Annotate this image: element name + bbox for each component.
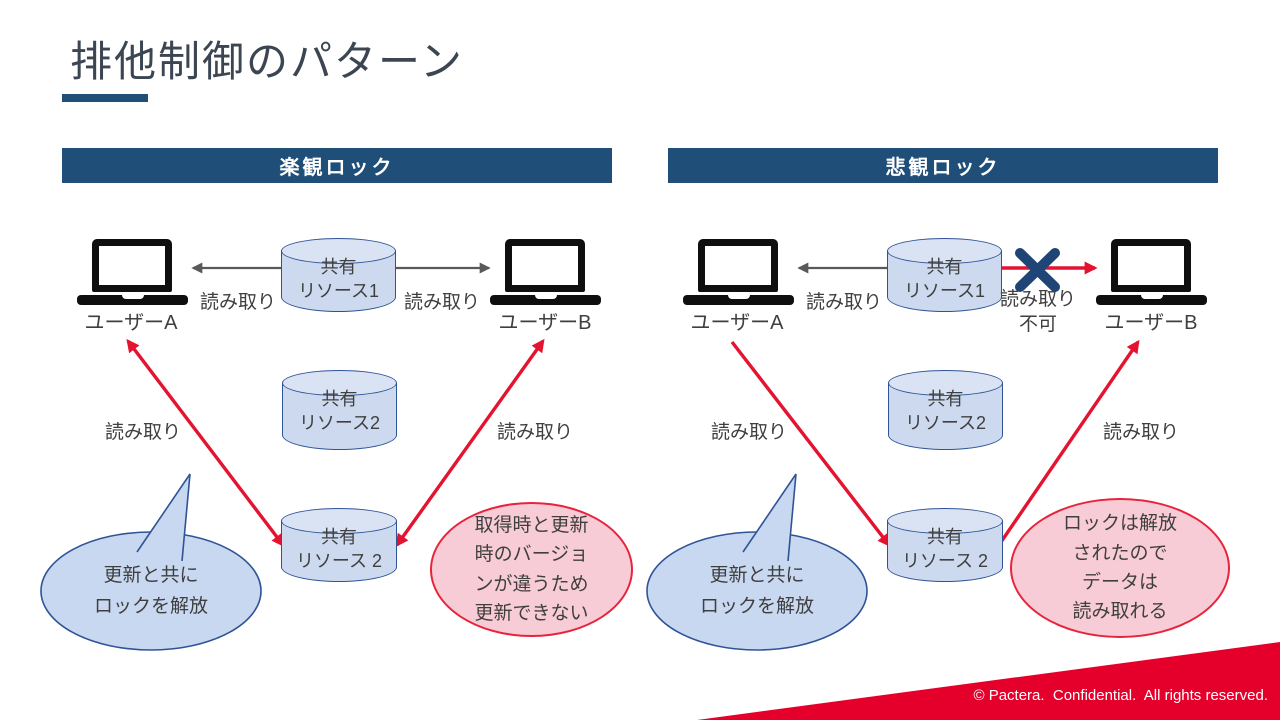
result-ellipse-pessimistic: ロックは解放 されたので データは 読み取れる — [1010, 498, 1230, 638]
database-top — [888, 370, 1003, 396]
speech-bubble-release-lock — [646, 473, 868, 651]
database-top — [282, 370, 397, 396]
read-label-top-left: 読み取り — [199, 292, 276, 313]
database-icon-shared-resource-1: 共有 リソース1 — [281, 238, 396, 312]
user-b-label: ユーザーB — [498, 312, 592, 334]
database-label: 共有 リソース 2 — [901, 527, 989, 572]
laptop-screen — [1111, 239, 1191, 292]
read-blocked-label: 読み取り 不可 — [999, 289, 1076, 335]
title-underline — [62, 94, 148, 102]
laptop-icon-user-b — [490, 239, 601, 305]
laptop-screen — [505, 239, 585, 292]
user-a-label: ユーザーA — [690, 312, 784, 334]
database-top — [281, 508, 397, 534]
read-label-mid-left: 読み取り — [104, 422, 181, 443]
database-icon-shared-resource-2: 共有 リソース2 — [888, 370, 1003, 450]
laptop-base — [490, 295, 601, 305]
panel-header-label: 楽観ロック — [279, 157, 395, 179]
laptop-screen — [92, 239, 172, 292]
footer-copyright: © Pactera. Confidential. All rights rese… — [973, 687, 1268, 704]
panel-pessimistic-lock: 悲観ロック ユーザーA ユーザーB 共有 リソース1 読み取り 読み取り 不可 … — [646, 148, 1230, 660]
panel-header-label: 悲観ロック — [885, 157, 1001, 179]
blocked-x-icon — [1015, 248, 1060, 292]
database-body — [887, 251, 1002, 312]
laptop-icon-user-a — [77, 239, 188, 305]
speech-bubble-text: 更新と共に ロックを解放 — [699, 565, 814, 618]
database-label: 共有 リソース1 — [297, 257, 380, 302]
database-icon-shared-resource-1: 共有 リソース1 — [887, 238, 1002, 312]
database-label: 共有 リソース2 — [904, 389, 987, 434]
blocked-x-icon — [1015, 248, 1060, 292]
laptop-base — [1096, 295, 1207, 305]
result-ellipse-text: ロックは解放 されたので データは 読み取れる — [1062, 513, 1177, 623]
laptop-screen — [698, 239, 778, 292]
speech-bubble-text: 更新と共に ロックを解放 — [93, 565, 208, 618]
result-ellipse-optimistic: 取得時と更新 時のバージョ ンが違うため 更新できない — [430, 502, 633, 637]
database-label: 共有 リソース1 — [903, 257, 986, 302]
database-label: 共有 リソース2 — [298, 389, 381, 434]
database-top — [887, 238, 1002, 264]
panel-header-optimistic: 楽観ロック — [62, 148, 612, 183]
laptop-base — [77, 295, 188, 305]
database-icon-shared-resource-2-bottom: 共有 リソース 2 — [887, 508, 1003, 582]
read-label-mid-right: 読み取り — [496, 422, 573, 443]
database-top — [887, 508, 1003, 534]
read-label-top-right: 読み取り — [403, 292, 480, 313]
database-label: 共有 リソース 2 — [295, 527, 383, 572]
read-label-mid-left: 読み取り — [710, 422, 787, 443]
user-a-label: ユーザーA — [84, 312, 178, 334]
user-b-label: ユーザーB — [1104, 312, 1198, 334]
laptop-icon-user-a — [683, 239, 794, 305]
page-title: 排他制御のパターン — [70, 38, 464, 85]
read-label-mid-right: 読み取り — [1102, 422, 1179, 443]
footer-red-banner — [697, 642, 1280, 720]
speech-bubble-release-lock — [40, 473, 262, 651]
database-icon-shared-resource-2: 共有 リソース2 — [282, 370, 397, 450]
panel-optimistic-lock: 楽観ロック ユーザーA ユーザーB 共有 リソース1 読み取り 読み取り — [40, 148, 633, 660]
result-ellipse-text: 取得時と更新 時のバージョ ンが違うため 更新できない — [474, 514, 589, 624]
database-top — [281, 238, 396, 264]
panel-header-pessimistic: 悲観ロック — [668, 148, 1218, 183]
laptop-base — [683, 295, 794, 305]
read-label-top-left: 読み取り — [805, 292, 882, 313]
laptop-icon-user-b — [1096, 239, 1207, 305]
database-icon-shared-resource-2-bottom: 共有 リソース 2 — [281, 508, 397, 582]
